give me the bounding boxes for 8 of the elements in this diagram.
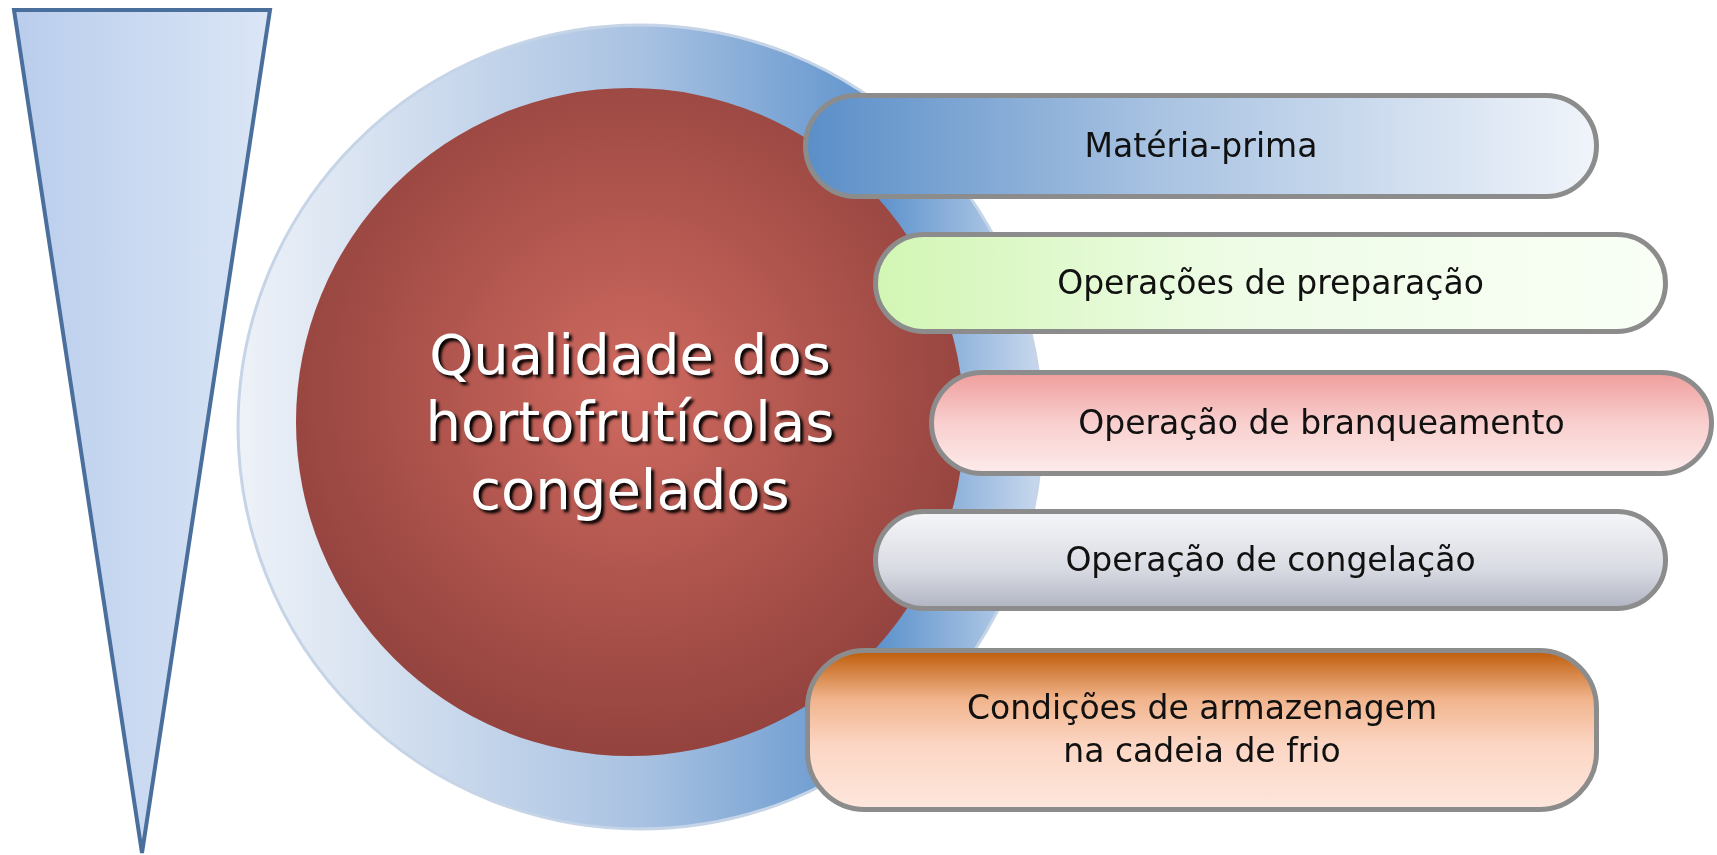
stage-label: Operação de congelação bbox=[1065, 538, 1476, 581]
funnel-triangle bbox=[11, 8, 273, 855]
stage-pill bbox=[805, 648, 1599, 812]
stage-label: Condições de armazenagem na cadeia de frio bbox=[965, 687, 1439, 772]
stage-label: Matéria-prima bbox=[1084, 124, 1318, 167]
stage-label: Operações de preparação bbox=[1057, 261, 1484, 304]
circle-title: Qualidade dos hortofrutícolas congelados bbox=[424, 321, 836, 523]
stage-label: Operação de branqueamento bbox=[1078, 401, 1565, 444]
